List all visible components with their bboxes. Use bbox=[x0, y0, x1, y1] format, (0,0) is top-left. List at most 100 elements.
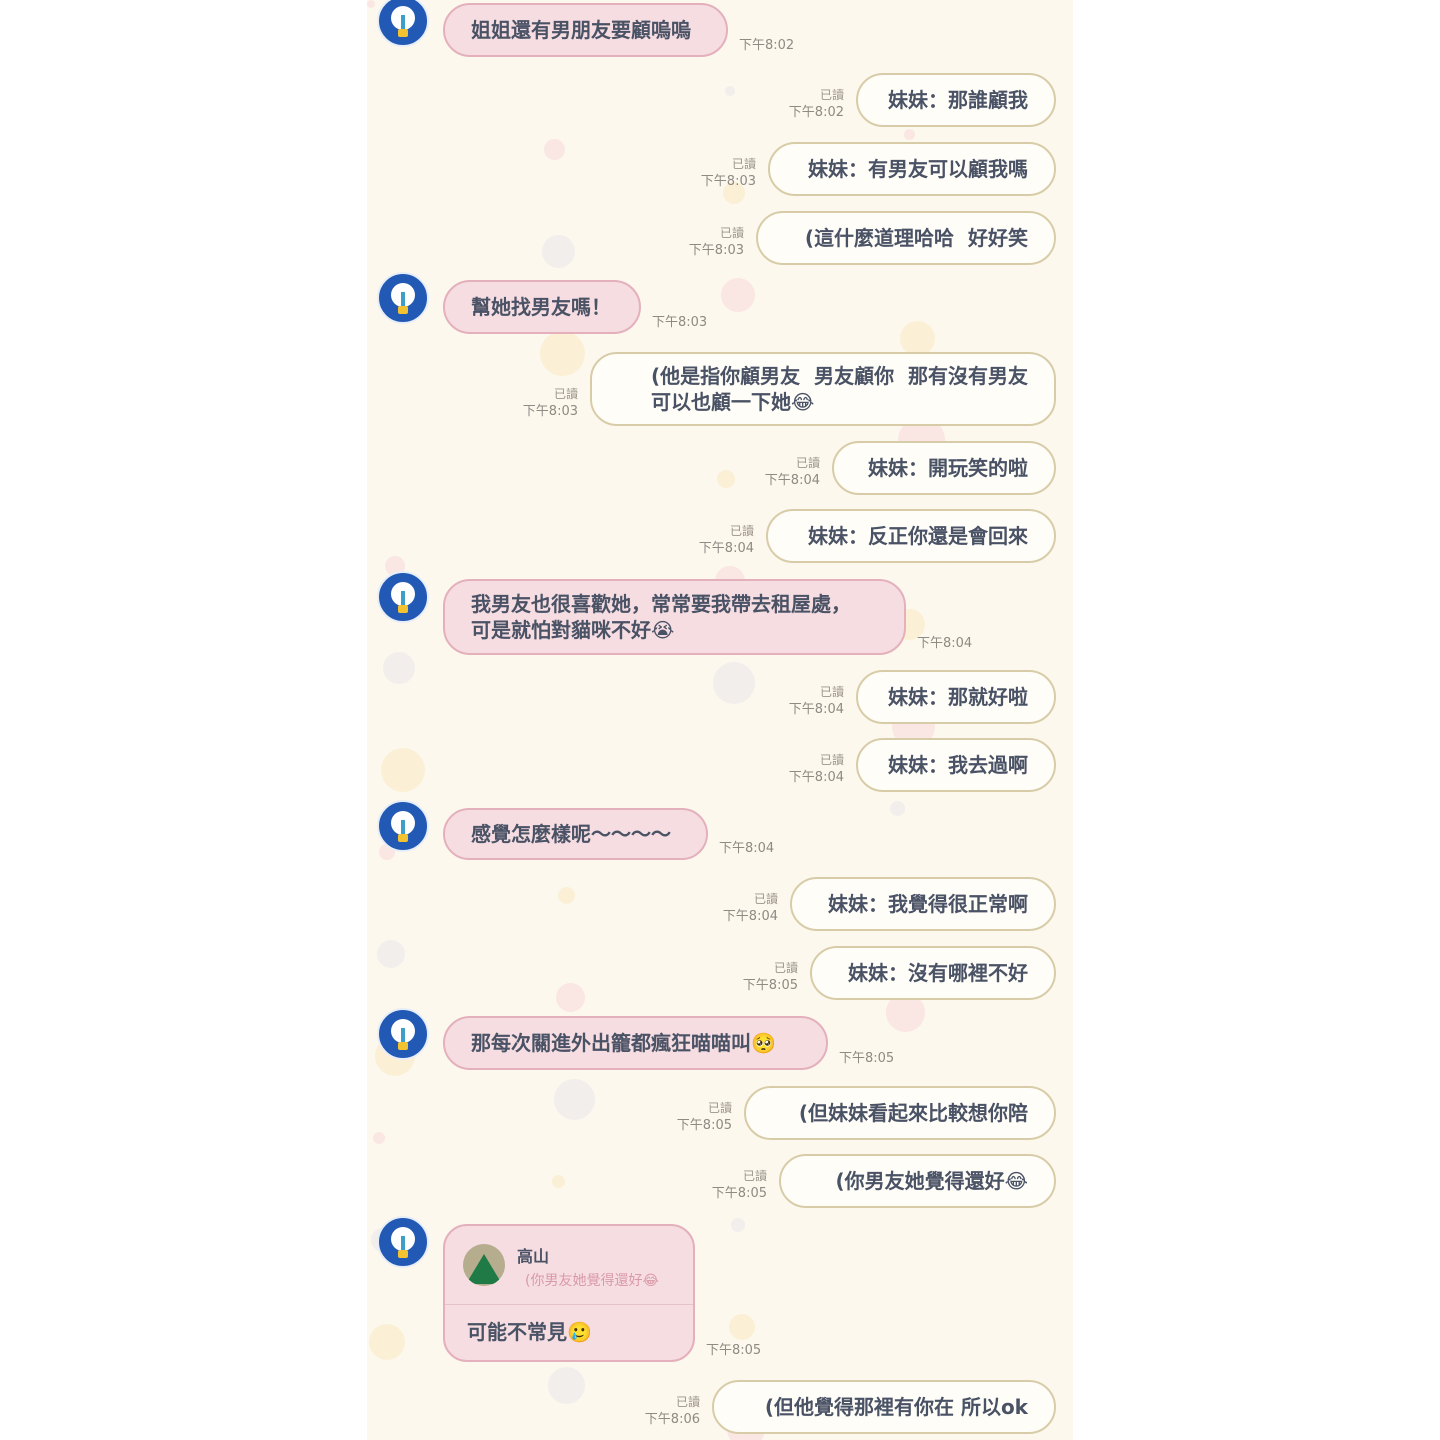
message-bubble[interactable]: 高山 (你男友她覺得還好😂 可能不常見🥲 bbox=[443, 1224, 695, 1362]
message-bubble[interactable]: 姐姐還有男朋友要顧嗚嗚 bbox=[443, 3, 728, 57]
contact-avatar[interactable] bbox=[377, 1216, 429, 1268]
message-text: 妹妹：有男友可以顧我嗎 bbox=[808, 157, 1028, 181]
message-bubble[interactable]: (他是指你顧男友 男友顧你 那有沒有男友 可以也顧一下她😂 bbox=[590, 352, 1056, 426]
contact-avatar[interactable] bbox=[377, 571, 429, 623]
message-text: 感覺怎麼樣呢～～～～ bbox=[471, 822, 671, 846]
message-text: (這什麼道理哈哈 好好笑 bbox=[804, 226, 1028, 250]
read-receipt: 已讀 bbox=[773, 961, 798, 975]
timestamp: 下午8:03 bbox=[652, 315, 708, 330]
timestamp: 下午8:02 bbox=[739, 38, 795, 53]
message-bubble[interactable]: 妹妹：開玩笑的啦 bbox=[832, 441, 1056, 495]
timestamp: 下午8:02 bbox=[788, 105, 844, 120]
background-decoration bbox=[723, 182, 745, 204]
lightbulb-base bbox=[398, 605, 408, 613]
background-decoration bbox=[556, 983, 585, 1012]
message-text: 姐姐還有男朋友要顧嗚嗚 bbox=[471, 18, 691, 42]
message-bubble[interactable]: 妹妹：我去過啊 bbox=[856, 738, 1056, 792]
lightbulb-stem bbox=[401, 15, 405, 31]
message-bubble[interactable]: 妹妹：那就好啦 bbox=[856, 670, 1056, 724]
message-meta: 下午8:04 bbox=[719, 840, 774, 857]
background-decoration bbox=[369, 1324, 405, 1360]
timestamp: 下午8:03 bbox=[700, 174, 756, 189]
timestamp: 下午8:04 bbox=[722, 909, 778, 924]
background-decoration bbox=[900, 321, 935, 356]
lightbulb-stem bbox=[401, 820, 405, 836]
message-text: (但他覺得那裡有你在 所以ok bbox=[764, 1395, 1028, 1419]
message-meta: 下午8:05 bbox=[839, 1050, 894, 1067]
lightbulb-base bbox=[398, 306, 408, 314]
background-decoration bbox=[729, 1314, 755, 1340]
background-decoration bbox=[373, 1132, 385, 1144]
message-bubble[interactable]: 感覺怎麼樣呢～～～～ bbox=[443, 808, 708, 860]
background-decoration bbox=[725, 86, 735, 96]
message-text: 妹妹：開玩笑的啦 bbox=[868, 456, 1028, 480]
quoted-user-avatar bbox=[463, 1244, 505, 1286]
lightbulb-base bbox=[398, 1042, 408, 1050]
message-text: 我男友也很喜歡她，常常要我帶去租屋處， 可是就怕對貓咪不好😭 bbox=[471, 592, 851, 642]
background-decoration bbox=[713, 662, 755, 704]
message-bubble[interactable]: 妹妹：那誰顧我 bbox=[856, 73, 1056, 127]
background-decoration bbox=[542, 235, 575, 268]
reply-quote[interactable]: 高山 (你男友她覺得還好😂 bbox=[445, 1226, 693, 1305]
lightbulb-stem bbox=[401, 292, 405, 308]
timestamp: 下午8:05 bbox=[711, 1186, 767, 1201]
message-text: (但妹妹看起來比較想你陪 bbox=[798, 1101, 1028, 1125]
contact-avatar[interactable] bbox=[377, 0, 429, 47]
quoted-user-name: 高山 bbox=[517, 1247, 550, 1266]
timestamp: 下午8:05 bbox=[839, 1051, 895, 1066]
message-bubble[interactable]: (但他覺得那裡有你在 所以ok bbox=[712, 1380, 1056, 1434]
timestamp: 下午8:05 bbox=[706, 1343, 762, 1358]
message-meta: 下午8:05 bbox=[706, 1342, 761, 1359]
contact-avatar[interactable] bbox=[377, 272, 429, 324]
message-bubble[interactable]: 幫她找男友嗎！ bbox=[443, 280, 641, 334]
message-bubble[interactable]: 妹妹：沒有哪裡不好 bbox=[810, 946, 1056, 1000]
message-text: 妹妹：我去過啊 bbox=[888, 753, 1028, 777]
message-text: (他是指你顧男友 男友顧你 那有沒有男友 可以也顧一下她😂 bbox=[651, 364, 1028, 414]
message-bubble[interactable]: 妹妹：我覺得很正常啊 bbox=[790, 877, 1056, 931]
message-meta: 已讀下午8:02 bbox=[789, 87, 844, 121]
message-meta: 已讀下午8:03 bbox=[523, 386, 578, 420]
background-decoration bbox=[731, 1218, 745, 1232]
lightbulb-stem bbox=[401, 1236, 405, 1252]
message-bubble[interactable]: 我男友也很喜歡她，常常要我帶去租屋處， 可是就怕對貓咪不好😭 bbox=[443, 579, 906, 655]
timestamp: 下午8:04 bbox=[917, 636, 973, 651]
background-decoration bbox=[890, 801, 905, 816]
timestamp: 下午8:04 bbox=[719, 841, 775, 856]
message-bubble[interactable]: (你男友她覺得還好😂 bbox=[779, 1154, 1056, 1208]
contact-avatar[interactable] bbox=[377, 1008, 429, 1060]
message-bubble[interactable]: 妹妹：反正你還是會回來 bbox=[766, 509, 1056, 563]
message-meta: 已讀下午8:05 bbox=[677, 1100, 732, 1134]
message-meta: 下午8:03 bbox=[652, 314, 707, 331]
read-receipt: 已讀 bbox=[819, 753, 844, 767]
message-bubble[interactable]: 那每次關進外出籠都瘋狂喵喵叫🥺 bbox=[443, 1016, 828, 1070]
background-decoration bbox=[381, 748, 425, 792]
lightbulb-stem bbox=[401, 591, 405, 607]
message-meta: 已讀下午8:04 bbox=[723, 891, 778, 925]
read-receipt: 已讀 bbox=[553, 387, 578, 401]
lightbulb-base bbox=[398, 834, 408, 842]
message-meta: 下午8:04 bbox=[917, 635, 972, 652]
lightbulb-stem bbox=[401, 1028, 405, 1044]
mountain-icon bbox=[466, 1254, 502, 1284]
message-bubble[interactable]: 妹妹：有男友可以顧我嗎 bbox=[768, 142, 1056, 196]
message-text: 可能不常見🥲 bbox=[467, 1320, 592, 1344]
contact-avatar[interactable] bbox=[377, 800, 429, 852]
message-text: 妹妹：那誰顧我 bbox=[888, 88, 1028, 112]
message-text: (你男友她覺得還好😂 bbox=[835, 1169, 1028, 1193]
read-receipt: 已讀 bbox=[753, 892, 778, 906]
background-decoration bbox=[904, 129, 915, 140]
background-decoration bbox=[558, 887, 575, 904]
message-text: 妹妹：反正你還是會回來 bbox=[808, 524, 1028, 548]
timestamp: 下午8:04 bbox=[764, 473, 820, 488]
background-decoration bbox=[721, 278, 755, 312]
read-receipt: 已讀 bbox=[675, 1395, 700, 1409]
message-bubble[interactable]: (這什麼道理哈哈 好好笑 bbox=[756, 211, 1056, 265]
message-text: 妹妹：沒有哪裡不好 bbox=[848, 961, 1028, 985]
message-text: 妹妹：那就好啦 bbox=[888, 685, 1028, 709]
background-decoration bbox=[554, 1079, 595, 1120]
message-bubble[interactable]: (但妹妹看起來比較想你陪 bbox=[744, 1086, 1056, 1140]
read-receipt: 已讀 bbox=[742, 1169, 767, 1183]
quoted-text: (你男友她覺得還好😂 bbox=[525, 1273, 659, 1289]
read-receipt: 已讀 bbox=[795, 456, 820, 470]
